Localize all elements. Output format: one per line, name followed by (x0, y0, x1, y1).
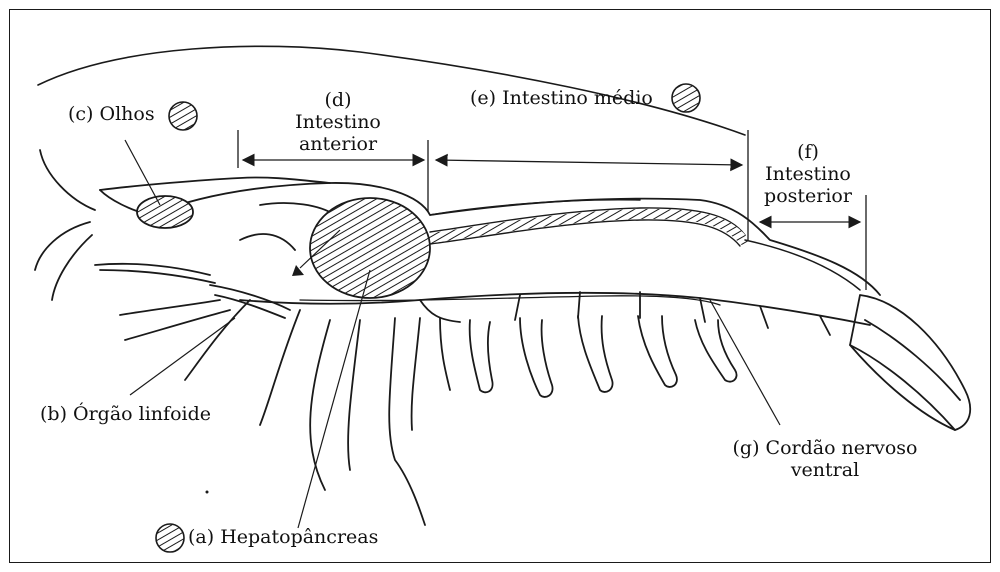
walking-leg (389, 318, 425, 525)
midgut-hatch (432, 214, 743, 240)
pleopod (470, 320, 493, 392)
walking-leg (440, 318, 450, 390)
hatched-circle-icon (156, 524, 184, 552)
dim-e (436, 160, 742, 165)
pleopod (638, 316, 677, 387)
label-eyes: (c) Olhos (68, 104, 155, 126)
rostrum (100, 177, 330, 190)
eye (137, 196, 193, 228)
walking-leg (412, 318, 420, 430)
hatched-circle-icon (169, 102, 197, 130)
walking-leg (310, 320, 330, 490)
label-hepatopancreas: (a) Hepatopâncreas (188, 527, 378, 549)
label-midgut: (e) Intestino médio (470, 88, 653, 110)
pleopod (695, 320, 737, 382)
pointer-b (130, 318, 235, 395)
label-foregut-line2: Intestino (268, 112, 408, 134)
ventral-body (240, 293, 870, 325)
antenna-left-3 (52, 235, 92, 300)
pleopod (578, 316, 613, 392)
label-hindgut-line1: (f) (748, 142, 868, 164)
label-hindgut-line3: posterior (748, 186, 868, 208)
hepatopancreas (310, 198, 430, 298)
walking-leg (185, 300, 250, 380)
label-nerve-line2: ventral (710, 460, 940, 482)
pointer-a (298, 270, 370, 528)
label-foregut-line3: anterior (268, 134, 408, 156)
walking-leg (260, 310, 300, 425)
antenna-left-1 (40, 150, 95, 210)
label-nerve-line1: (g) Cordão nervoso (710, 438, 940, 460)
hatched-circle-icon (672, 84, 700, 112)
label-hindgut: (f) Intestino posterior (748, 142, 868, 208)
hindgut (745, 240, 860, 290)
tail-fan (850, 295, 970, 430)
label-lymphoid-organ: (b) Órgão linfoide (40, 404, 211, 426)
label-ventral-nerve-cord: (g) Cordão nervoso ventral (710, 438, 940, 482)
pleopod (520, 318, 553, 397)
label-hindgut-line2: Intestino (748, 164, 868, 186)
label-foregut: (d) Intestino anterior (268, 90, 408, 156)
pointer-g (710, 300, 780, 425)
pointer-c (125, 140, 160, 205)
label-foregut-line1: (d) (268, 90, 408, 112)
